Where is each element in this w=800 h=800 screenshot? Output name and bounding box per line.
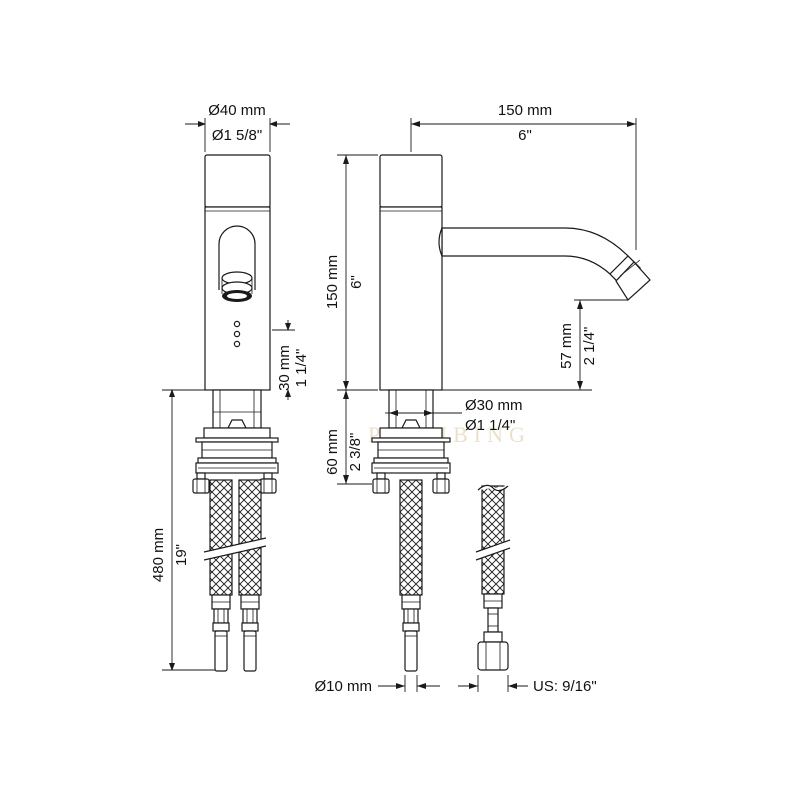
body-cap [204,154,271,208]
mounting-studs [192,472,277,494]
dim-hose-connector: US: 9/16" [458,675,597,695]
side-body-cap [379,154,443,208]
side-mounting-plate [371,419,451,474]
side-view: 150 mm 6" 150 mm 6" [314,102,651,695]
dim-spout-height: 57 mm 2 1/4" [442,299,628,391]
label-body-diameter-in: Ø1 5/8" [212,127,262,144]
label-spout-height-in: 2 1/4" [581,327,598,366]
side-mounting-studs [372,472,450,494]
dim-hose-length: 480 mm 19" [150,389,215,671]
mounting-plate [195,419,279,474]
label-reach-mm: 150 mm [498,102,552,119]
label-hose-connector-us: US: 9/16" [533,678,597,695]
loose-hose [474,484,512,671]
label-sensor-in: 1 1/4" [293,349,310,388]
label-height-mm: 150 mm [324,255,341,309]
mounting-shank [212,389,262,429]
label-height-in: 6" [348,275,365,289]
dim-hose-diameter: Ø10 mm [314,675,440,695]
label-hose-diameter-mm: Ø10 mm [314,678,372,695]
label-spout-height-mm: 57 mm [558,323,575,369]
front-view: Ø40 mm Ø1 5/8" 30 mm 1 [150,102,310,672]
label-sensor-mm: 30 mm [276,345,293,391]
label-shank-diameter-in: Ø1 1/4" [465,417,515,434]
label-shank-length-in: 2 3/8" [347,433,364,472]
label-shank-length-mm: 60 mm [324,429,341,475]
dim-shank-length: 60 mm 2 3/8" [324,389,372,485]
spout-outlet [218,225,256,302]
dim-sensor-height: 30 mm 1 1/4" [272,320,310,400]
side-braided-hose [399,479,423,672]
label-body-diameter-mm: Ø40 mm [208,102,266,119]
curved-spout [438,227,651,301]
sensor-dots [233,320,241,348]
label-hose-length-mm: 480 mm [150,528,167,582]
label-hose-length-in: 19" [173,544,190,566]
dim-height: 150 mm 6" [324,154,378,391]
side-body-column [379,206,443,391]
label-shank-diameter-mm: Ø30 mm [465,397,523,414]
dim-shank-diameter: Ø30 mm Ø1 1/4" [385,397,523,434]
label-reach-in: 6" [518,127,532,144]
dim-reach: 150 mm 6" [410,102,637,250]
dim-body-diameter: Ø40 mm Ø1 5/8" [185,102,290,152]
braided-hoses [203,479,267,672]
